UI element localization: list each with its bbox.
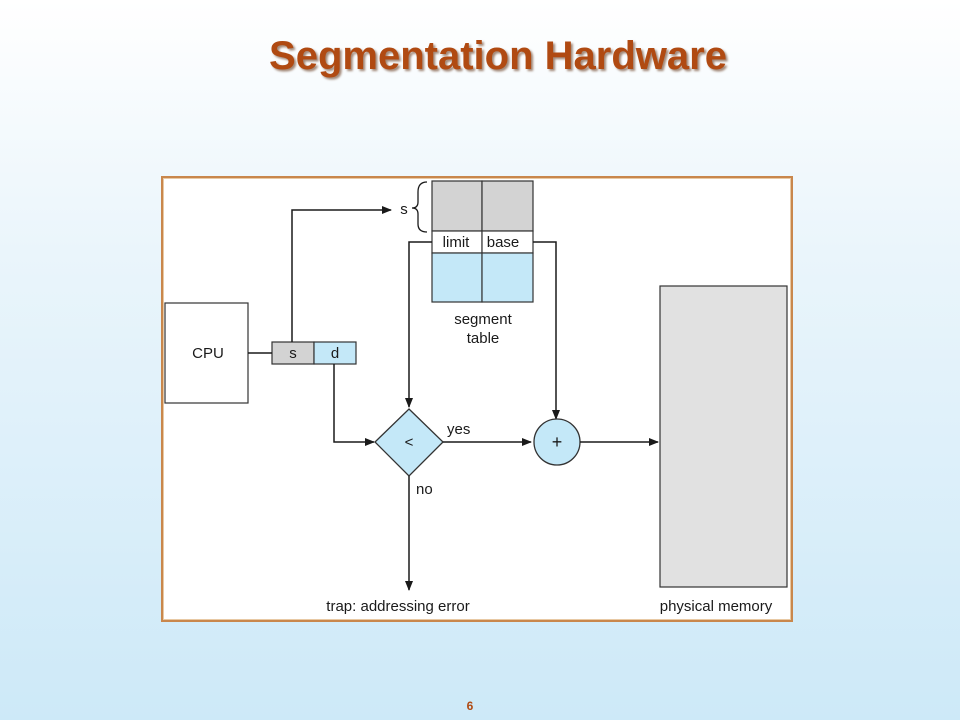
selector-brace — [411, 181, 428, 233]
limit-to-comparator-arrow — [405, 241, 432, 408]
logical-address-d-label: d — [331, 345, 339, 362]
no-label: no — [416, 481, 433, 498]
logical-address-d-cell — [313, 341, 357, 365]
page-number: 6 — [466, 699, 474, 713]
segment-table-top-left — [431, 180, 483, 232]
cpu-box — [164, 302, 249, 404]
adder-symbol: + — [552, 432, 563, 452]
segment-table-top-right — [481, 180, 534, 232]
comparator-symbol: < — [405, 434, 414, 451]
segment-table-bottom-left — [431, 252, 483, 303]
base-to-adder-arrow — [533, 241, 560, 420]
segment-table-caption-line1: segment — [454, 311, 512, 328]
segment-table-bottom-right — [481, 252, 534, 303]
logical-address-s-label: s — [289, 345, 297, 362]
segment-table-limit-label: limit — [443, 234, 470, 251]
yes-label: yes — [447, 421, 470, 438]
offset-to-comparator-arrow — [333, 364, 375, 446]
segment-select-arrow — [291, 206, 392, 342]
cpu-label: CPU — [192, 345, 224, 362]
physical-memory-label: physical memory — [660, 598, 773, 615]
selector-label: s — [400, 201, 408, 218]
physical-memory-box — [659, 285, 788, 588]
segment-table-base-label: base — [487, 234, 520, 251]
slide-title: Segmentation Hardware — [269, 34, 727, 78]
trap-label: trap: addressing error — [326, 598, 469, 615]
segment-table-caption-line2: table — [467, 330, 500, 347]
